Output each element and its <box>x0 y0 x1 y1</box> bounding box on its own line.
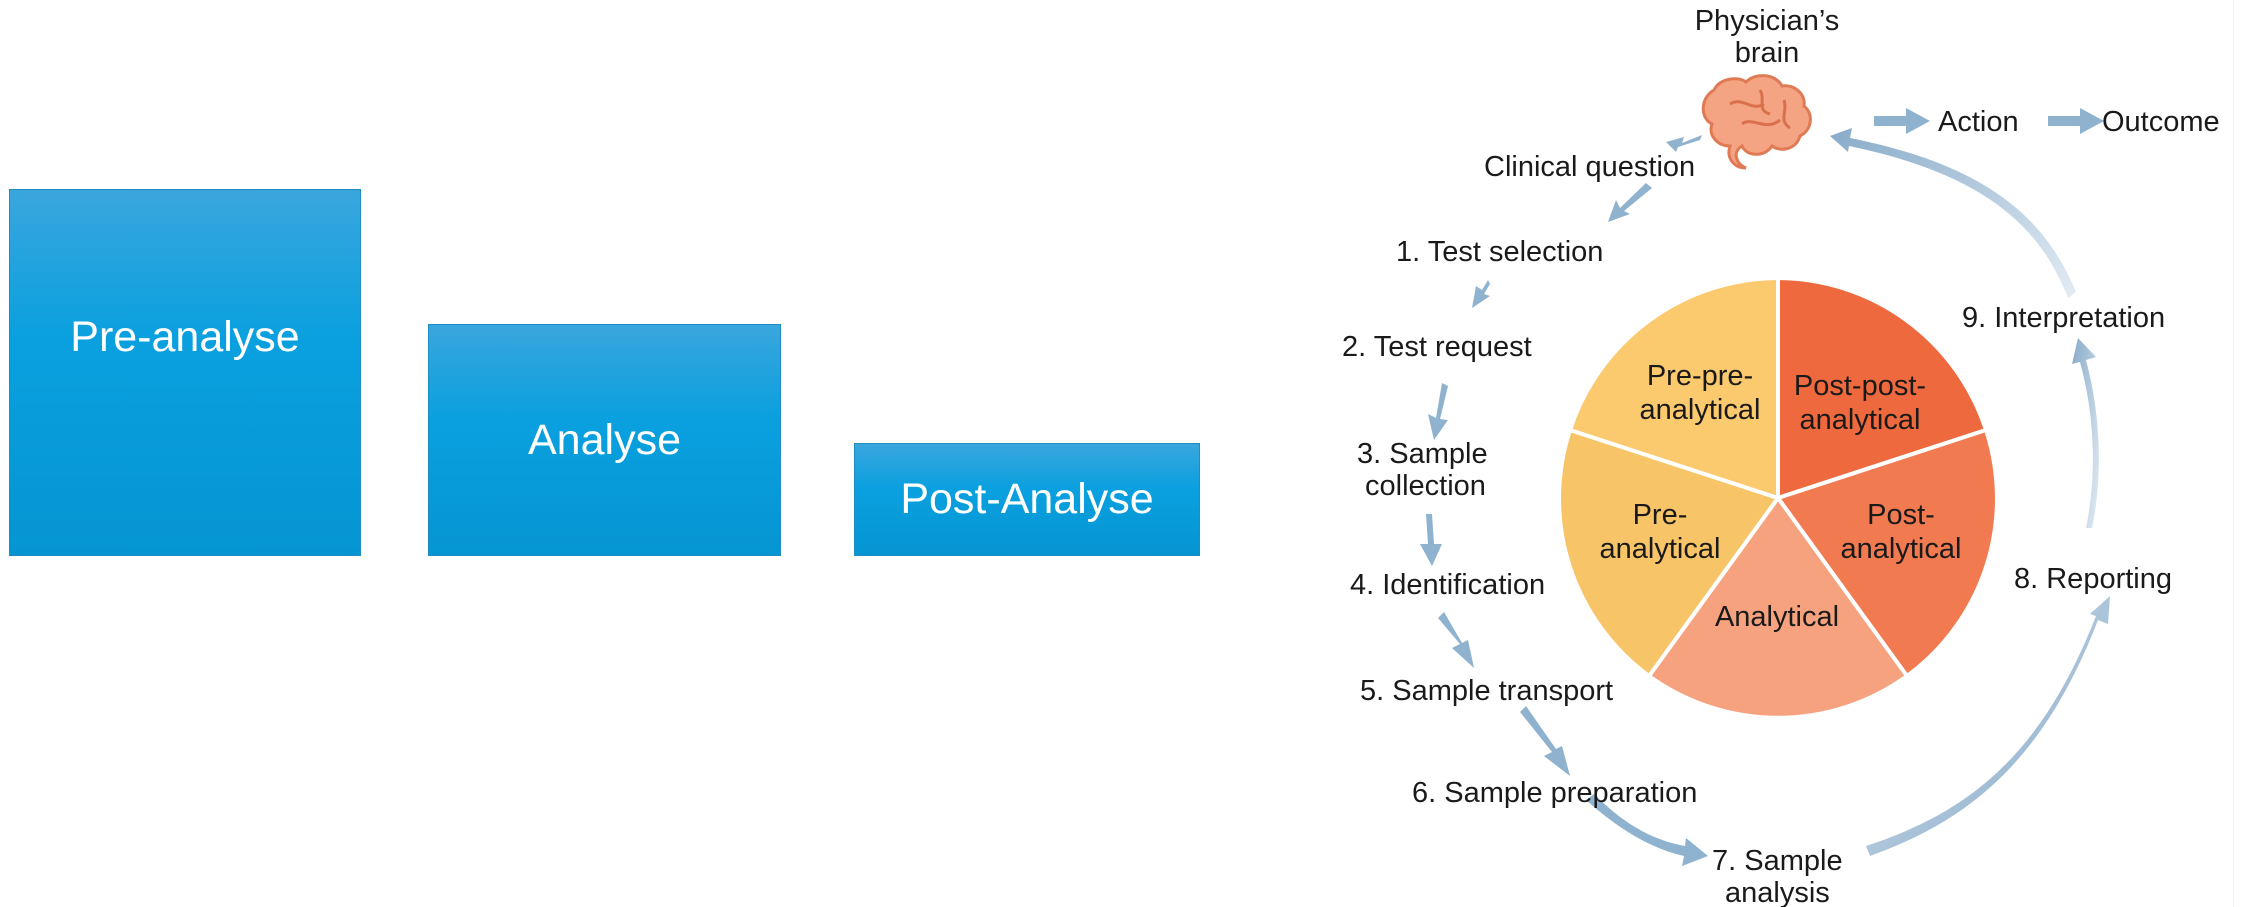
step-8-label: 8. Reporting <box>2014 563 2172 595</box>
step-6-label: 6. Sample preparation <box>1412 777 1697 809</box>
step-3-label-line1: 3. Sample <box>1357 438 1488 470</box>
arrow-step6-to-step7 <box>1586 794 1708 866</box>
brain-icon <box>1701 74 1812 170</box>
brain-label-line2: brain <box>1735 37 1800 69</box>
arrow-step1-to-step2 <box>1472 280 1490 308</box>
pie-label-pre-pre-1: Pre-pre- <box>1647 360 1753 392</box>
pie-label-post-1: Post- <box>1867 499 1935 531</box>
clinical-question-label: Clinical question <box>1484 151 1695 183</box>
arrow-action-to-outcome <box>2048 108 2104 134</box>
pie-slice-analytical <box>1646 494 1910 720</box>
step-7-label-line1: 7. Sample <box>1712 845 1843 877</box>
phase-pie-chart <box>1557 275 1999 720</box>
pie-label-pre-2: analytical <box>1600 533 1721 565</box>
pie-label-post-post-2: analytical <box>1800 404 1921 436</box>
step-7-label-line2: analysis <box>1725 877 1830 907</box>
pie-label-analytical: Analytical <box>1715 601 1839 633</box>
step-1-label: 1. Test selection <box>1396 236 1603 268</box>
arrow-brain-to-question <box>1666 135 1702 152</box>
brain-label-line1: Physician’s <box>1695 5 1840 37</box>
analyse-block: Analyse <box>428 324 781 556</box>
pie-slice-post-analytical <box>1774 427 1999 679</box>
laboratory-cycle-diagram: Pre-pre- analytical Post-post- analytica… <box>1342 5 2220 907</box>
step-2-label: 2. Test request <box>1342 331 1532 363</box>
pre-analyse-block: Pre-analyse <box>9 189 361 556</box>
arrow-brain-to-action <box>1874 108 1930 134</box>
post-analyse-label: Post-Analyse <box>900 475 1154 523</box>
pie-label-pre-pre-2: analytical <box>1640 394 1761 426</box>
step-5-label: 5. Sample transport <box>1360 675 1613 707</box>
pie-slice-post-post-analytical <box>1776 275 1989 501</box>
slide-edge <box>2233 0 2252 907</box>
pie-slice-pre-analytical <box>1557 427 1782 679</box>
pie-label-post-post-1: Post-post- <box>1794 370 1926 402</box>
step-4-label: 4. Identification <box>1350 569 1545 601</box>
pie-slice-pre-pre-analytical-top <box>1567 275 1780 501</box>
arrow-step9-to-brain <box>1830 128 2076 298</box>
arrow-step2-to-step3 <box>1428 383 1448 440</box>
post-analyse-block: Post-Analyse <box>854 443 1200 556</box>
action-label: Action <box>1938 106 2019 138</box>
arrow-step3-to-step4 <box>1420 514 1442 566</box>
pre-analyse-label: Pre-analyse <box>70 313 300 361</box>
outcome-label: Outcome <box>2102 106 2220 138</box>
arrow-step4-to-step5 <box>1438 612 1474 668</box>
arrow-step5-to-step6 <box>1520 706 1570 776</box>
step-9-label: 9. Interpretation <box>1962 302 2165 334</box>
arrow-question-to-step1 <box>1608 183 1652 222</box>
arrow-step8-to-step9 <box>2072 338 2099 528</box>
pie-label-pre-1: Pre- <box>1633 499 1688 531</box>
cycle-arrows <box>1420 108 2110 866</box>
pie-label-post-2: analytical <box>1841 533 1962 565</box>
step-3-label-line2: collection <box>1365 470 1486 502</box>
analyse-label: Analyse <box>528 415 681 464</box>
